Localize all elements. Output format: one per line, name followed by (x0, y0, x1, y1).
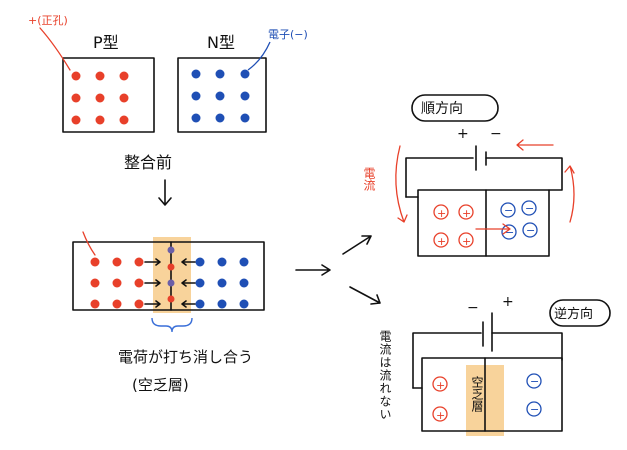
n-type-electrons (192, 70, 250, 123)
reverse-minus: − (467, 300, 479, 316)
forward-flow-arrow (476, 224, 510, 234)
before-junction-label: 整合前 (124, 153, 172, 172)
forward-current-arrows (396, 140, 574, 222)
svg-text:−: − (525, 202, 534, 215)
reverse-electrons: − − (527, 374, 541, 416)
hole-label: +(正孔) (28, 14, 68, 27)
svg-text:+: + (462, 235, 471, 248)
svg-text:−: − (530, 375, 539, 388)
p-type-holes (72, 72, 129, 125)
reverse-holes: + + (433, 377, 447, 422)
svg-text:+: + (462, 207, 471, 220)
electron-label: 電子(−) (268, 28, 308, 41)
hole-pointer (40, 28, 70, 70)
forward-minus: − (490, 126, 502, 142)
svg-text:−: − (526, 224, 535, 237)
charge-cancel-label: 電荷が打ち消し合う (118, 348, 253, 366)
depletion-paren-label: (空乏層) (132, 376, 189, 394)
no-current-label: 電流は流れない (378, 330, 392, 421)
svg-text:+: + (437, 235, 446, 248)
reverse-plus: + (502, 294, 514, 310)
junction-electrons (196, 258, 249, 309)
p-type-label: P型 (93, 33, 119, 52)
svg-text:+: + (437, 207, 446, 220)
reverse-depletion-label: 空乏層 (470, 376, 484, 413)
junction-holes (91, 258, 144, 309)
down-arrow (159, 180, 171, 205)
forward-electrons: − − − − (501, 201, 537, 239)
svg-text:+: + (436, 379, 445, 392)
n-type-label: N型 (207, 33, 235, 52)
forward-plus: + (457, 126, 469, 142)
forward-branch-arrow (343, 236, 371, 254)
depletion-brace (152, 318, 192, 332)
forward-current-label: 電流 (362, 167, 376, 191)
forward-label: 順方向 (421, 101, 463, 117)
reverse-label: 逆方向 (554, 306, 593, 322)
junction-hole-pointer (83, 232, 95, 255)
svg-text:−: − (504, 204, 513, 217)
forward-holes: + + + + (434, 205, 473, 248)
svg-text:+: + (436, 409, 445, 422)
reverse-branch-arrow (350, 287, 380, 304)
svg-text:−: − (530, 403, 539, 416)
main-arrow (296, 265, 330, 275)
